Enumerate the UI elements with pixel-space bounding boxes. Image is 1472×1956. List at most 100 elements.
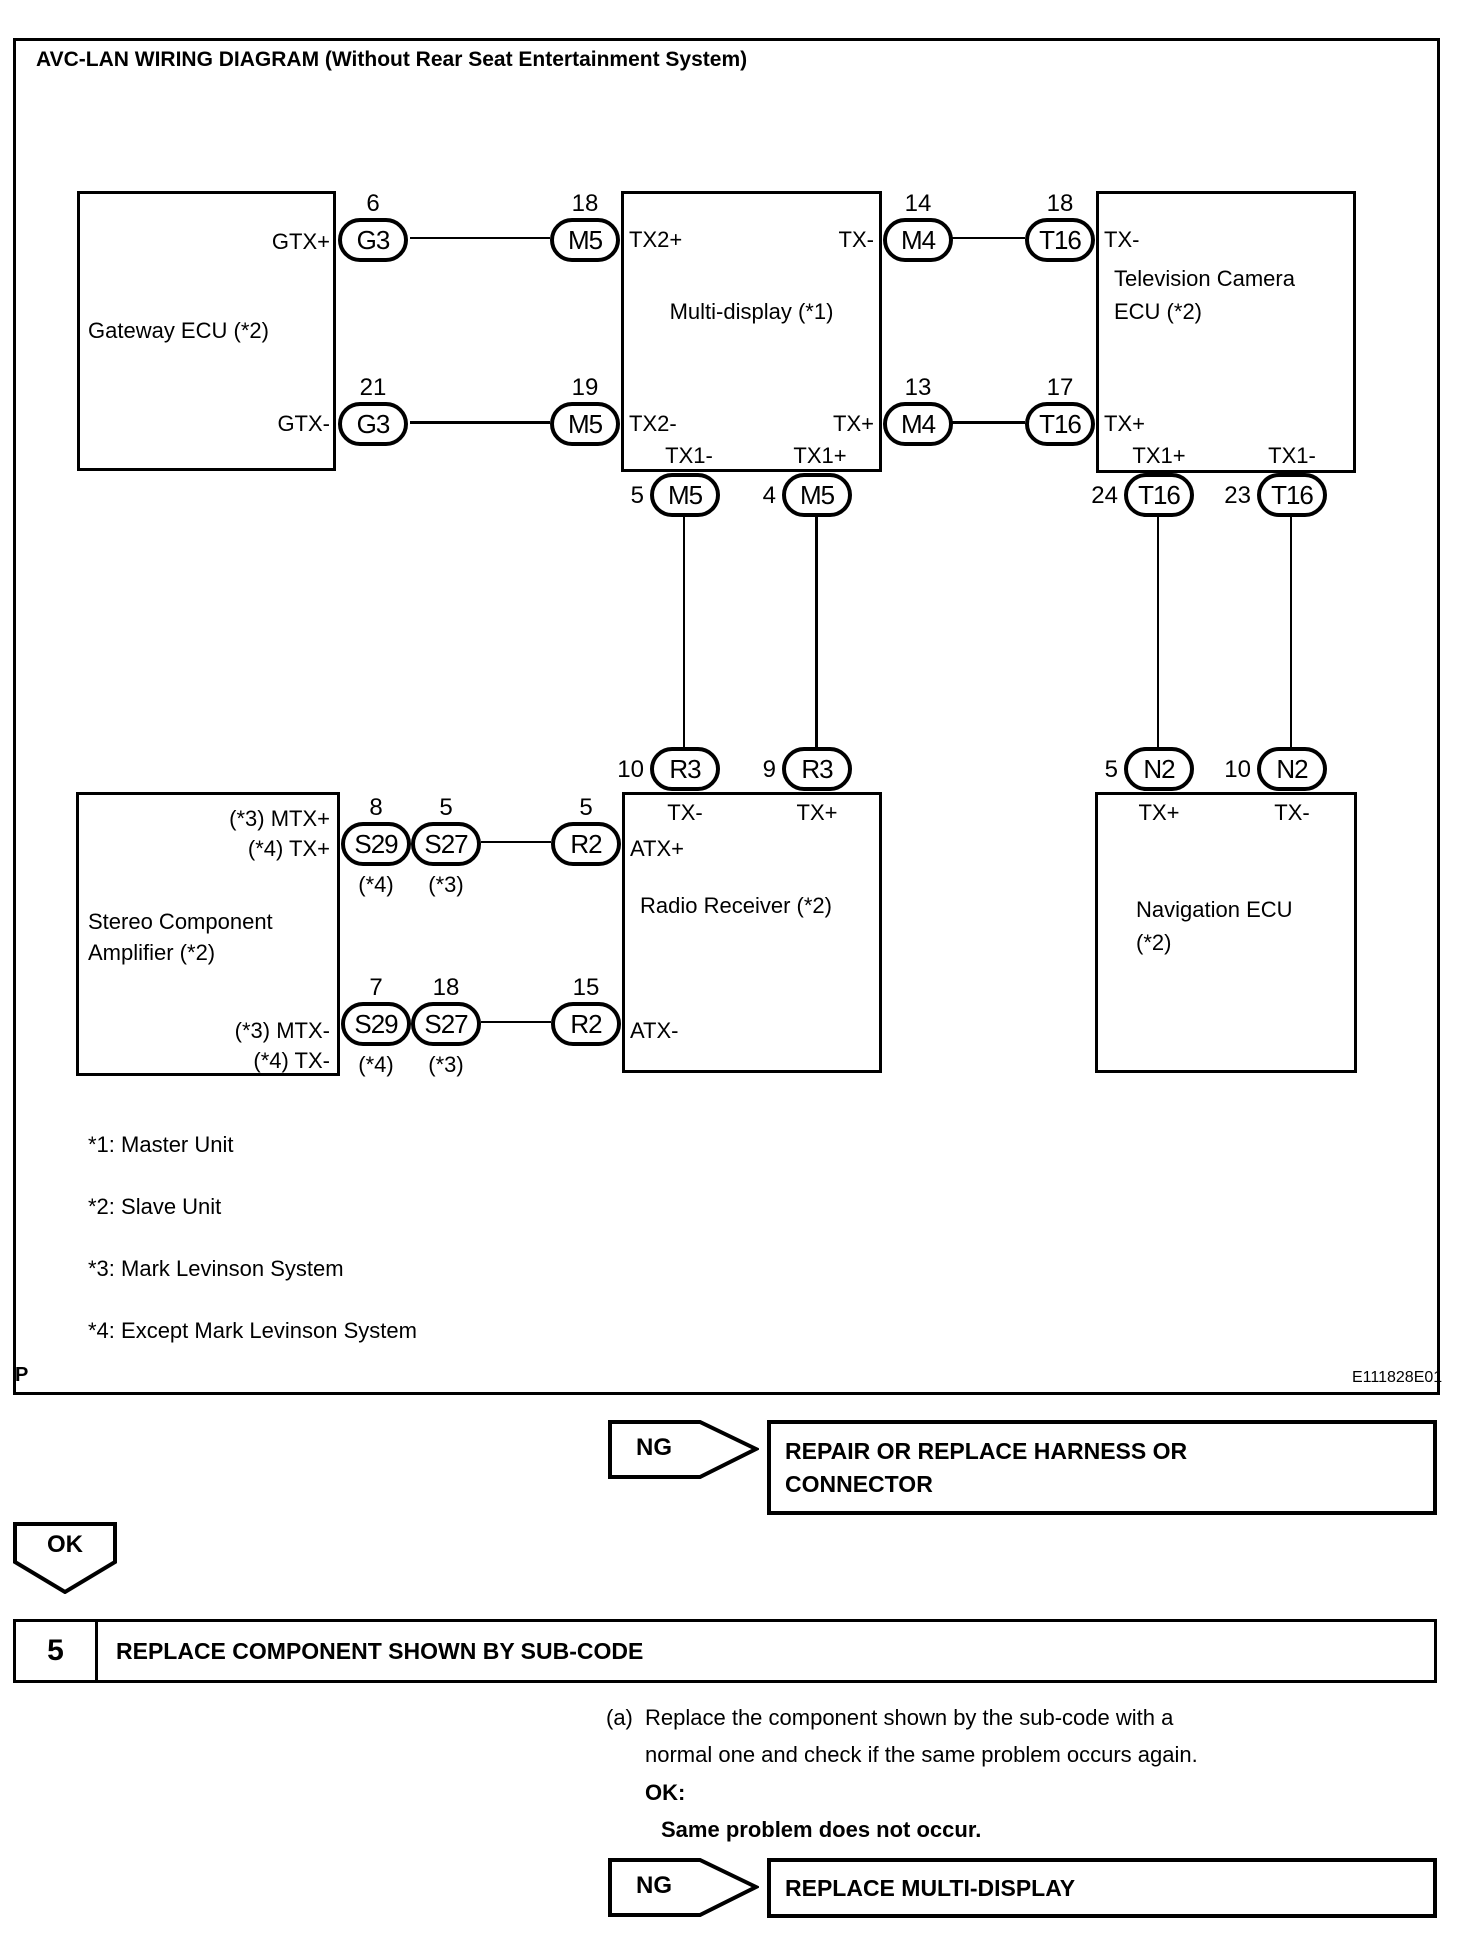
connector-s29-pin8: 8 S29 (*4) — [341, 794, 411, 897]
connector-oval: M5 — [650, 473, 720, 517]
connector-t16-pin17: 17 T16 — [1025, 374, 1095, 446]
note-except-mark-levinson: *4: Except Mark Levinson System — [88, 1318, 417, 1343]
radio-receiver-box — [622, 792, 882, 1073]
ok-label: OK — [47, 1531, 83, 1558]
tv-camera-pin-tx-minus: TX- — [1104, 227, 1140, 252]
pin-number: 6 — [366, 190, 380, 217]
ng-label: NG — [636, 1872, 672, 1899]
multi-display-pin-tx1-plus: TX1+ — [793, 443, 847, 468]
connector-m5-pin5: 5 M5 — [631, 473, 720, 517]
instruction-ok-text: Same problem does not occur. — [661, 1817, 982, 1842]
connector-oval: T16 — [1257, 473, 1327, 517]
connector-oval: M4 — [883, 402, 953, 446]
connector-g3-pin21: 21 G3 — [338, 374, 408, 446]
step-number: 5 — [16, 1622, 98, 1680]
connector-m5-pin4: 4 M5 — [763, 473, 852, 517]
pin-number: 14 — [904, 190, 932, 217]
tv-camera-ecu-box — [1096, 191, 1356, 473]
navigation-label-line1: Navigation ECU — [1136, 897, 1293, 922]
connector-n2-pin5: 5 N2 — [1105, 747, 1194, 791]
navigation-ecu-box — [1095, 792, 1357, 1073]
pin-number: 10 — [617, 756, 644, 783]
gateway-pin-gtx-minus: GTX- — [277, 411, 330, 436]
connector-m5-pin18: 18 M5 — [550, 190, 620, 262]
connector-oval: S29 — [341, 1002, 411, 1046]
note-master-unit: *1: Master Unit — [88, 1132, 234, 1157]
multi-display-box — [621, 191, 882, 472]
instruction-marker: (a) — [606, 1705, 633, 1730]
connector-oval: N2 — [1124, 747, 1194, 791]
connector-s27-pin18: 18 S27 (*3) — [411, 974, 481, 1077]
note-slave-unit: *2: Slave Unit — [88, 1194, 222, 1219]
connector-oval: R3 — [782, 747, 852, 791]
gateway-ecu-box — [77, 191, 336, 471]
amplifier-label: Stereo Component Amplifier (*2) — [88, 906, 273, 968]
result-box-replace-multi-display: REPLACE MULTI-DISPLAY — [767, 1858, 1437, 1918]
wire-s27-r2-top — [481, 841, 551, 843]
pin-number: 23 — [1224, 482, 1251, 509]
gateway-pin-gtx-plus: GTX+ — [271, 229, 330, 254]
connector-oval: S29 — [341, 822, 411, 866]
navigation-label-line2: (*2) — [1136, 930, 1172, 955]
connector-note: (*4) — [358, 872, 394, 897]
pin-number: 8 — [369, 794, 383, 821]
connector-oval: S27 — [411, 1002, 481, 1046]
connector-r3-pin10: 10 R3 — [617, 747, 720, 791]
wire-m5-r3-right — [815, 515, 818, 750]
wire-m5-r3-left — [683, 515, 685, 750]
navigation-ecu-label: Navigation ECU (*2) — [1136, 893, 1293, 959]
instruction-line1: Replace the component shown by the sub-c… — [645, 1705, 1174, 1730]
pin-number: 18 — [432, 974, 460, 1001]
connector-r2-pin15: 15 R2 — [551, 974, 621, 1046]
connector-oval: G3 — [338, 402, 408, 446]
pin-number: 5 — [579, 794, 593, 821]
radio-pin-tx-plus: TX+ — [796, 800, 838, 825]
ng-arrow-shape — [608, 1858, 759, 1917]
multi-display-pin-tx1-minus: TX1- — [665, 443, 713, 468]
tv-camera-label: Television Camera ECU (*2) — [1114, 262, 1295, 328]
pin-number: 13 — [904, 374, 932, 401]
tv-camera-pin-tx1-plus: TX1+ — [1132, 443, 1186, 468]
connector-oval: R2 — [551, 1002, 621, 1046]
ng-arrow-shape — [608, 1420, 759, 1479]
amplifier-label-line2: Amplifier (*2) — [88, 940, 216, 965]
amplifier-label-line1: Stereo Component — [88, 909, 273, 934]
step-bar: 5 REPLACE COMPONENT SHOWN BY SUB-CODE — [13, 1619, 1437, 1683]
connector-oval: M5 — [550, 402, 620, 446]
multi-display-label: Multi-display (*1) — [669, 299, 834, 324]
wire-t16-n2-right — [1290, 515, 1292, 750]
amplifier-pin-tx-plus: (*4) TX+ — [247, 836, 330, 861]
pin-number: 5 — [439, 794, 453, 821]
ng-arrow-1: NG — [608, 1420, 759, 1479]
pin-number: 19 — [571, 374, 599, 401]
connector-oval: G3 — [338, 218, 408, 262]
connector-m4-pin14: 14 M4 — [883, 190, 953, 262]
ok-arrow-shape — [13, 1522, 117, 1594]
connector-oval: S27 — [411, 822, 481, 866]
connector-s29-pin7: 7 S29 (*4) — [341, 974, 411, 1077]
page-marker: P — [15, 1364, 29, 1386]
tv-camera-pin-tx-plus: TX+ — [1104, 411, 1145, 436]
pin-number: 9 — [762, 756, 776, 783]
connector-oval: N2 — [1257, 747, 1327, 791]
radio-pin-atx-minus: ATX- — [630, 1018, 679, 1043]
instruction-ok-heading: OK: — [645, 1780, 686, 1805]
connector-s27-pin5: 5 S27 (*3) — [411, 794, 481, 897]
pin-number: 17 — [1046, 374, 1074, 401]
result-box-repair-harness: REPAIR OR REPLACE HARNESS OR CONNECTOR — [767, 1420, 1437, 1515]
radio-pin-atx-plus: ATX+ — [630, 836, 685, 861]
ok-arrow: OK — [13, 1522, 117, 1594]
figure-code: E111828E01 — [1352, 1369, 1443, 1386]
connector-m4-pin13: 13 M4 — [883, 374, 953, 446]
connector-oval: T16 — [1025, 218, 1095, 262]
wire-s27-r2-bottom — [481, 1021, 551, 1023]
diagram-title: AVC-LAN WIRING DIAGRAM (Without Rear Sea… — [36, 48, 748, 71]
tv-camera-label-line2: ECU (*2) — [1114, 299, 1203, 324]
wire-g3-m5-bottom — [410, 421, 550, 424]
pin-number: 4 — [762, 482, 776, 509]
connector-oval: M4 — [883, 218, 953, 262]
connector-t16-pin18: 18 T16 — [1025, 190, 1095, 262]
connector-note: (*4) — [358, 1052, 394, 1077]
pin-number: 5 — [1104, 756, 1118, 783]
